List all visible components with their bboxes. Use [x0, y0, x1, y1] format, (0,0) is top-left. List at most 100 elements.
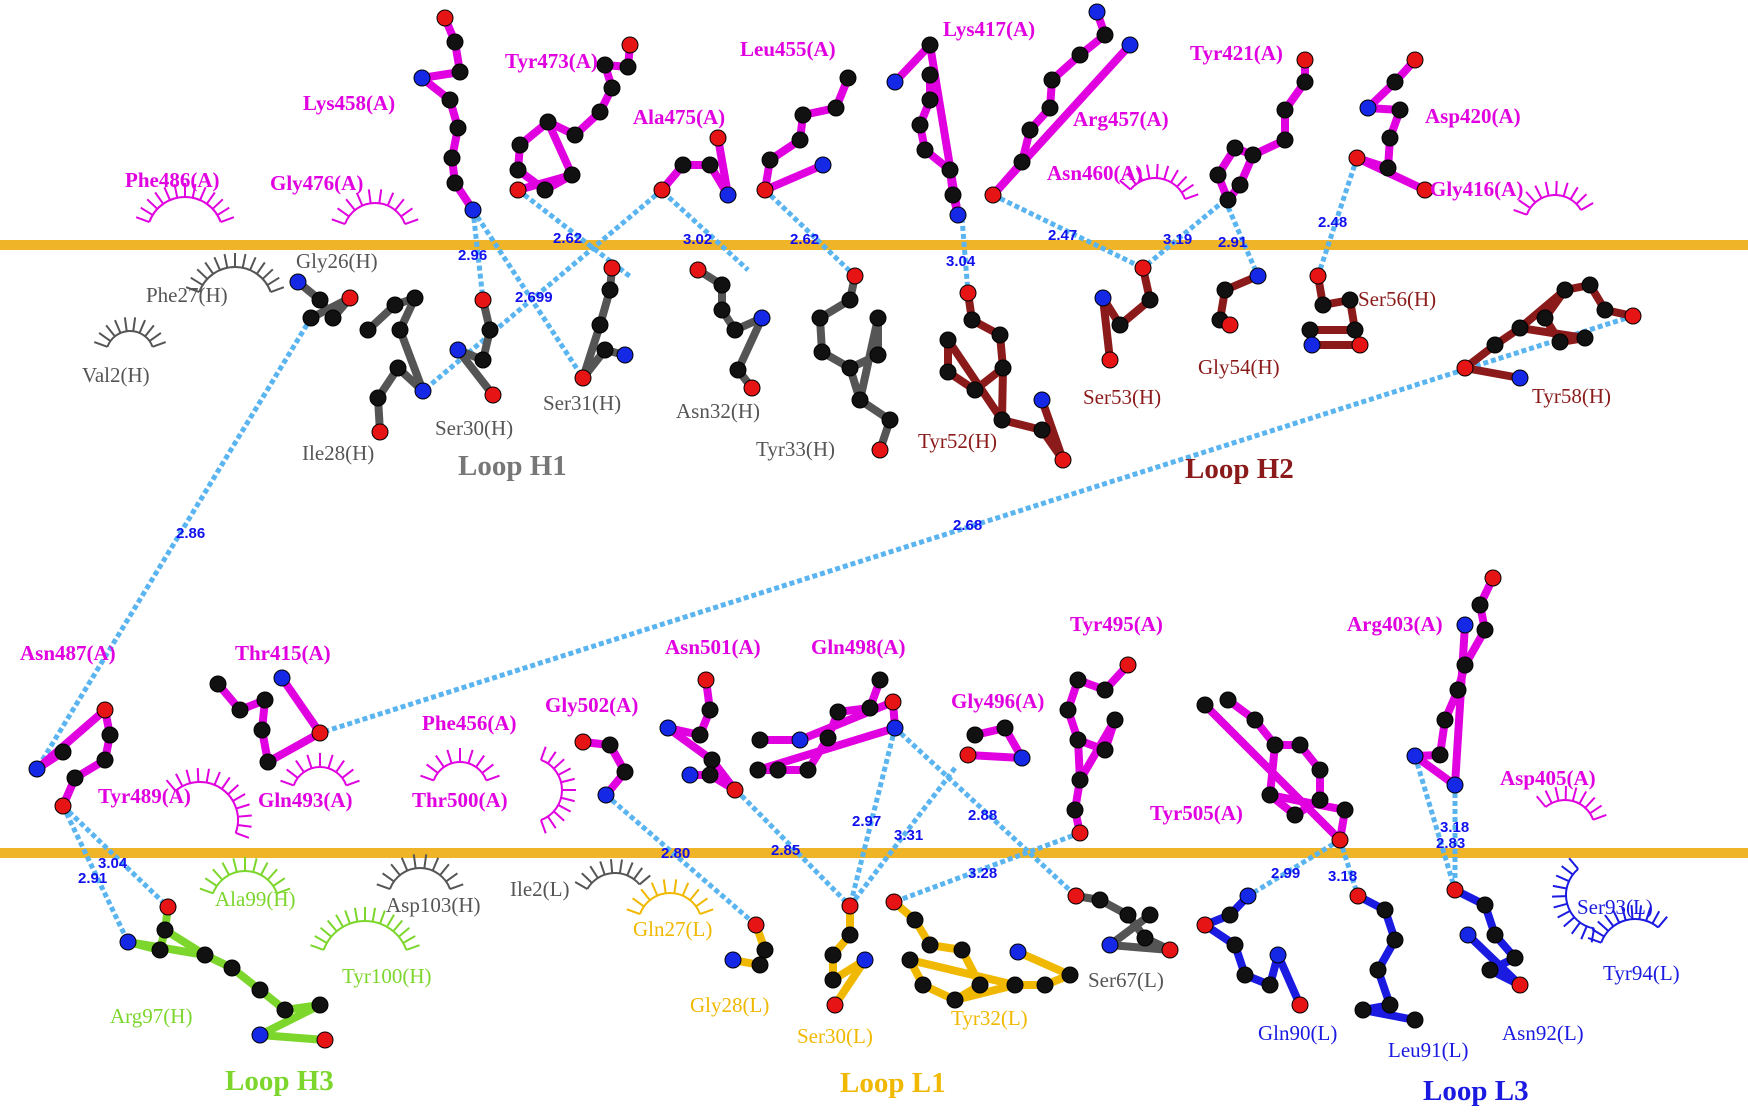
- bond-tyr58h: [1520, 328, 1585, 338]
- arc-tick: [1569, 858, 1578, 869]
- atom-asn487: [67, 770, 83, 786]
- atom-tyr421: [1232, 177, 1248, 193]
- distance-label: 2.62: [790, 231, 819, 248]
- residue-label-lys458: Lys458(A): [303, 91, 395, 115]
- arc-tick: [482, 764, 493, 773]
- arc-tick: [222, 777, 230, 788]
- arc-tick: [401, 208, 412, 216]
- distance-label: 3.19: [1163, 231, 1192, 248]
- atom-tyr421: [1277, 132, 1293, 148]
- atom-tyr58h: [1577, 330, 1593, 346]
- arc-tick: [1562, 866, 1573, 874]
- arc-tick: [1535, 186, 1541, 199]
- atom-tyr52h: [1034, 422, 1050, 438]
- arc-tick: [640, 875, 651, 884]
- atom-asn501: [692, 727, 708, 743]
- atom-asn487: [29, 761, 45, 777]
- atom-lys458: [447, 34, 463, 50]
- arc-tick: [541, 820, 546, 833]
- arc-base: [390, 868, 450, 889]
- arc-tick: [379, 189, 381, 203]
- arc-tick: [257, 262, 265, 273]
- arc-tick: [403, 936, 415, 943]
- arc-tick: [1581, 203, 1593, 210]
- arc-tick: [233, 858, 236, 872]
- residue-label-gly54h: Gly54(H): [1198, 355, 1280, 379]
- arc-tick: [683, 883, 689, 896]
- arc-tick: [486, 776, 499, 781]
- atom-tyr473: [564, 167, 580, 183]
- distance-label: 2.85: [771, 842, 800, 859]
- residue-label-ile28h: Ile28(H): [302, 441, 374, 465]
- arc-tick: [346, 199, 355, 210]
- atom-ile28h: [407, 290, 423, 306]
- atom-asn501: [660, 720, 676, 736]
- arc-tick: [141, 208, 153, 215]
- atom-gln498: [862, 700, 878, 716]
- loop-titles: Loop H1 Loop H2 Loop H3 Loop L1 Loop L3: [225, 450, 1529, 1107]
- arc-tick: [440, 864, 449, 875]
- atom-arg457: [1022, 122, 1038, 138]
- atom-tyr32l: [1062, 967, 1078, 983]
- arc-tick: [145, 325, 154, 336]
- atom-tyr32l: [902, 952, 918, 968]
- atom-lys417: [945, 187, 961, 203]
- atom-tyr473: [622, 37, 638, 53]
- atom-tyr33h: [842, 360, 858, 376]
- arc-tick: [328, 755, 332, 768]
- arc-tick: [136, 217, 149, 222]
- arc-tick: [433, 858, 439, 871]
- atom-gln90l: [1292, 997, 1308, 1013]
- atom-tyr505: [1332, 832, 1348, 848]
- arc-tick: [1576, 194, 1586, 204]
- arc-tick: [213, 869, 222, 879]
- atom-arg97h: [317, 1032, 333, 1048]
- residue-label-tyr473: Tyr473(A): [505, 49, 598, 73]
- residue-label-ile2l: Ile2(L): [510, 877, 569, 901]
- arc-tick: [200, 889, 213, 894]
- atom-arg403: [1472, 597, 1488, 613]
- arc-tick: [1590, 806, 1602, 814]
- atom-arg403: [1485, 570, 1501, 586]
- arc-tick: [600, 861, 605, 874]
- atom-tyr52h: [940, 332, 956, 348]
- residue-label-tyr94l: Tyr94(L): [1603, 961, 1680, 985]
- atom-asp420: [1360, 100, 1376, 116]
- atom-leu455: [795, 107, 811, 123]
- atom-lys417: [912, 117, 928, 133]
- atom-leu455: [792, 132, 808, 148]
- residue-label-thr500: Thr500(A): [412, 788, 508, 812]
- atom-asp420: [1387, 74, 1403, 90]
- atom-ser31h: [597, 342, 613, 358]
- atom-tyr421: [1297, 52, 1313, 68]
- atom-ala475: [654, 182, 670, 198]
- atom-arg457: [1014, 154, 1030, 170]
- atom-gln498: [820, 730, 836, 746]
- atom-ser53h: [1112, 317, 1128, 333]
- atom-gln498: [800, 762, 816, 778]
- atom-tyr495: [1097, 682, 1113, 698]
- atom-ile28h: [415, 383, 431, 399]
- atom-leu91l: [1350, 888, 1366, 904]
- atom-ser31h: [575, 370, 591, 386]
- atom-gln498: [792, 732, 808, 748]
- residue-label-gly502: Gly502(A): [545, 693, 638, 717]
- arc-tick: [369, 189, 371, 203]
- atom-ser56h: [1304, 337, 1320, 353]
- residue-label-asn487: Asn487(A): [20, 641, 116, 665]
- atom-lys417: [922, 92, 938, 108]
- atom-lys417: [917, 142, 933, 158]
- atom-tyr473: [510, 162, 526, 178]
- arc-tick: [207, 769, 209, 783]
- atom-asp420: [1392, 102, 1408, 118]
- arc-tick: [1585, 798, 1594, 808]
- atom-tyr473: [540, 114, 556, 130]
- atom-lys417: [922, 37, 938, 53]
- atom-ser30l: [842, 898, 858, 914]
- atom-tyr58h: [1537, 310, 1553, 326]
- atom-lys417: [922, 67, 938, 83]
- atom-tyr473: [592, 104, 608, 120]
- arc-tick: [634, 868, 642, 879]
- atom-ser30l: [825, 947, 841, 963]
